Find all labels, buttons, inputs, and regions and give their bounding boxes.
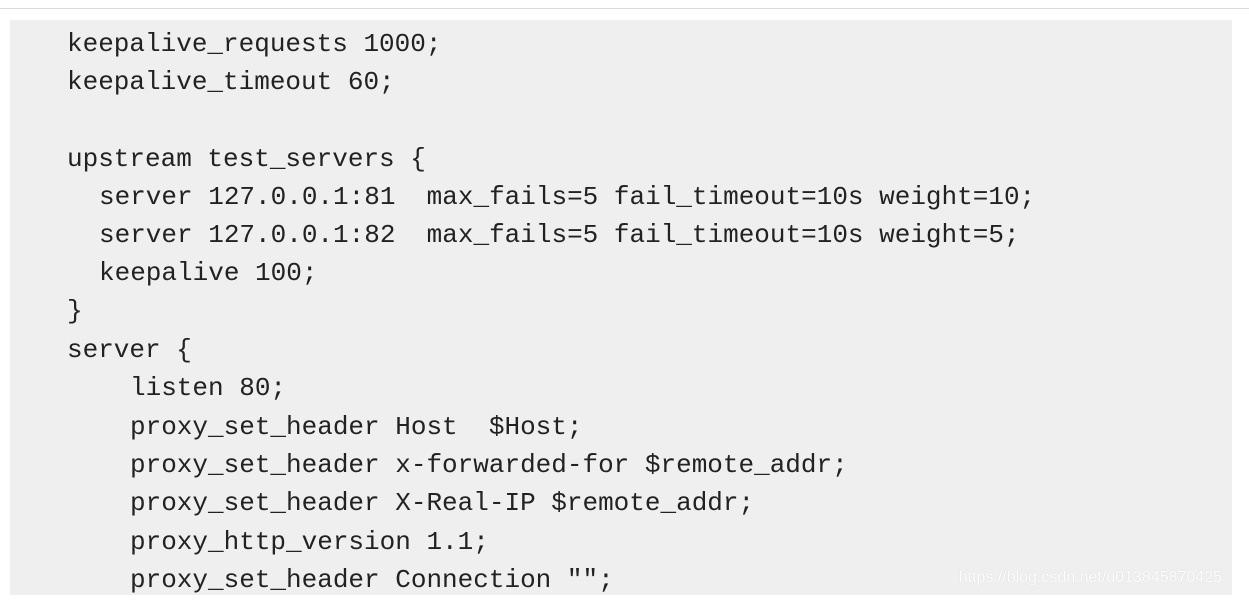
code-line: proxy_http_version 1.1;: [130, 527, 489, 557]
code-line: server 127.0.0.1:82 max_fails=5 fail_tim…: [99, 220, 1020, 250]
code-line: keepalive 100;: [99, 258, 318, 288]
code-line: server {: [67, 335, 192, 365]
code-line: proxy_set_header Connection "";: [130, 565, 614, 595]
code-line: proxy_set_header X-Real-IP $remote_addr;: [130, 488, 755, 518]
code-line: }: [67, 296, 83, 326]
code-line: keepalive_requests 1000;: [67, 29, 442, 59]
code-block: keepalive_requests 1000; keepalive_timeo…: [10, 20, 1232, 595]
watermark: https://blog.csdn.net/u013845870425: [958, 569, 1222, 586]
code-line: listen 80;: [130, 373, 287, 403]
code-line: server 127.0.0.1:81 max_fails=5 fail_tim…: [99, 182, 1036, 212]
code-line: upstream test_servers {: [67, 144, 426, 174]
code-line: proxy_set_header x-forwarded-for $remote…: [130, 450, 848, 480]
code-line: proxy_set_header Host $Host;: [130, 412, 583, 442]
code-line: keepalive_timeout 60;: [67, 67, 395, 97]
top-divider: [0, 8, 1249, 9]
